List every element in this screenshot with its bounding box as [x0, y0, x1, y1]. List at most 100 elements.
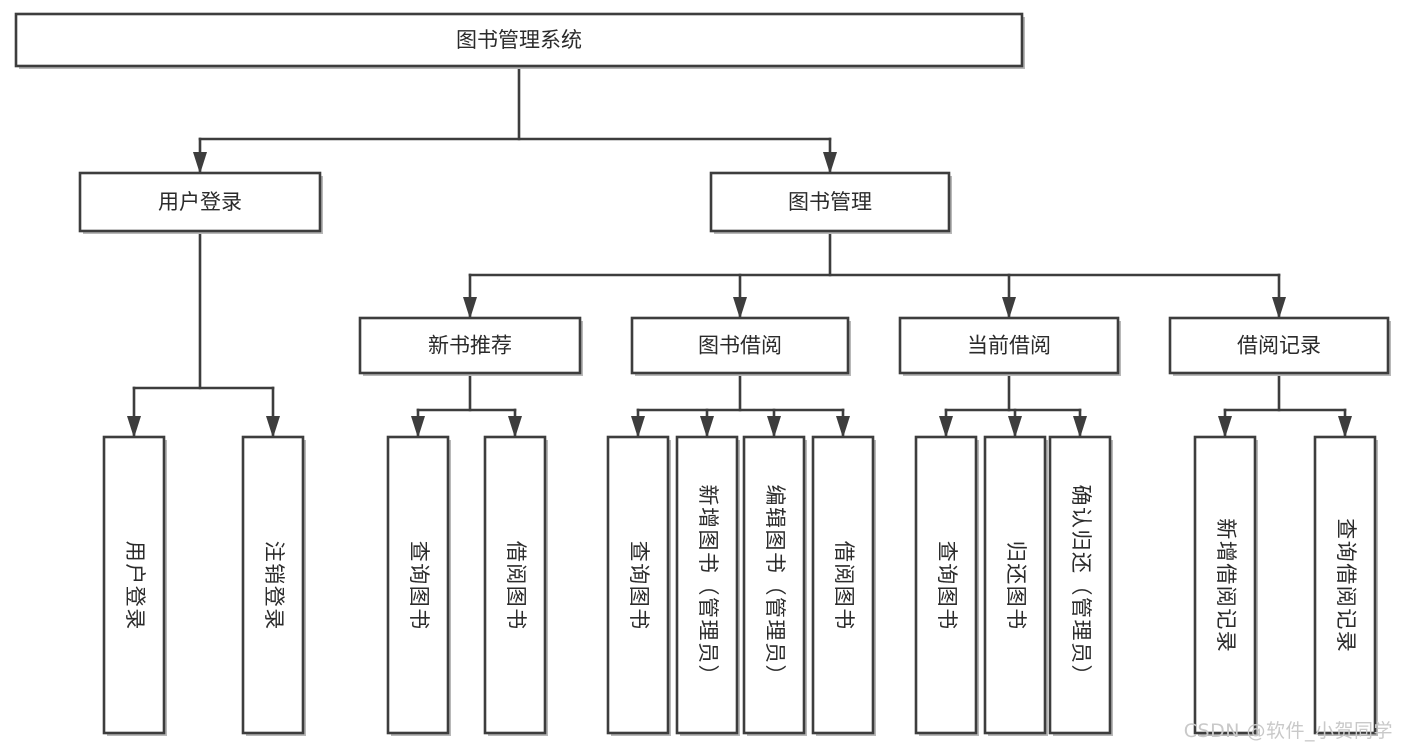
node-rect[interactable] [483, 435, 547, 735]
svg-text:）: ） [763, 665, 787, 686]
svg-text:图: 图 [696, 530, 720, 551]
svg-text:图: 图 [935, 586, 959, 607]
arrow-head-icon [939, 416, 953, 438]
svg-text:询: 询 [407, 563, 431, 584]
svg-text:书: 书 [832, 608, 856, 629]
svg-text:户: 户 [123, 563, 147, 584]
svg-text:书: 书 [1004, 608, 1028, 629]
svg-text:阅: 阅 [504, 563, 528, 584]
svg-text:）: ） [696, 665, 720, 686]
svg-text:查: 查 [627, 541, 651, 562]
svg-text:询: 询 [1334, 541, 1358, 562]
node-level1-图书管理[interactable]: 图书管理 [709, 171, 952, 234]
node-rect[interactable] [1313, 435, 1377, 735]
svg-text:查: 查 [935, 541, 959, 562]
svg-text:书: 书 [407, 608, 431, 629]
node-rect[interactable] [386, 435, 450, 735]
node-rect[interactable] [811, 435, 875, 735]
node-level2-新书推荐[interactable]: 新书推荐 [358, 316, 583, 376]
node-rect[interactable] [914, 435, 978, 735]
arrow-head-icon [193, 152, 207, 174]
svg-text:管: 管 [763, 597, 787, 618]
arrow-head-icon [1338, 416, 1352, 438]
svg-text:还: 还 [1004, 563, 1028, 584]
svg-text:确: 确 [1069, 485, 1093, 506]
svg-text:新: 新 [696, 485, 720, 506]
node-rect[interactable] [606, 435, 670, 735]
svg-text:归: 归 [1069, 530, 1093, 551]
svg-text:录: 录 [262, 608, 286, 629]
svg-text:销: 销 [262, 563, 286, 584]
svg-text:认: 认 [1069, 507, 1093, 528]
svg-text:登: 登 [262, 586, 286, 607]
svg-text:辑: 辑 [763, 507, 787, 528]
arrow-head-icon [836, 416, 850, 438]
svg-text:录: 录 [1214, 631, 1238, 652]
arrow-head-icon [411, 416, 425, 438]
node-rect[interactable] [898, 316, 1120, 375]
node-rect[interactable] [102, 435, 166, 735]
svg-text:图: 图 [1004, 586, 1028, 607]
arrow-head-icon [1002, 297, 1016, 319]
svg-text:新: 新 [1214, 518, 1238, 539]
node-leaf-用户登录[interactable]: 用户登录 [102, 435, 167, 736]
node-rect[interactable] [241, 435, 305, 735]
node-label: 借阅记录 [1237, 334, 1321, 358]
node-rect[interactable] [742, 435, 806, 735]
arrow-head-icon [733, 297, 747, 319]
node-rect[interactable] [630, 316, 850, 375]
node-level2-当前借阅[interactable]: 当前借阅 [898, 316, 1121, 376]
svg-text:（: （ [1069, 575, 1093, 596]
svg-text:询: 询 [627, 563, 651, 584]
node-rect[interactable] [1168, 316, 1390, 375]
svg-text:注: 注 [262, 541, 286, 562]
node-rect[interactable] [983, 435, 1047, 735]
node-level2-图书借阅[interactable]: 图书借阅 [630, 316, 851, 376]
node-rect[interactable] [78, 171, 322, 233]
node-rect[interactable] [358, 316, 582, 375]
node-root-图书管理系统[interactable]: 图书管理系统 [14, 12, 1025, 69]
svg-text:员: 员 [763, 642, 787, 663]
node-level2-借阅记录[interactable]: 借阅记录 [1168, 316, 1391, 376]
arrow-head-icon [1008, 416, 1022, 438]
node-rect[interactable] [675, 435, 739, 735]
svg-text:图: 图 [407, 586, 431, 607]
node-rect[interactable] [1193, 435, 1257, 735]
svg-text:增: 增 [1214, 541, 1238, 562]
node-label: 图书管理 [788, 190, 872, 214]
svg-text:书: 书 [935, 608, 959, 629]
svg-text:图: 图 [832, 586, 856, 607]
arrow-head-icon [1073, 416, 1087, 438]
node-rect[interactable] [709, 171, 951, 233]
node-level1-用户登录[interactable]: 用户登录 [78, 171, 323, 234]
svg-text:用: 用 [123, 541, 147, 562]
arrow-head-icon [266, 416, 280, 438]
arrow-head-icon [823, 152, 837, 174]
node-rect[interactable] [14, 12, 1024, 68]
node-rect[interactable] [1048, 435, 1112, 735]
arrow-head-icon [508, 416, 522, 438]
